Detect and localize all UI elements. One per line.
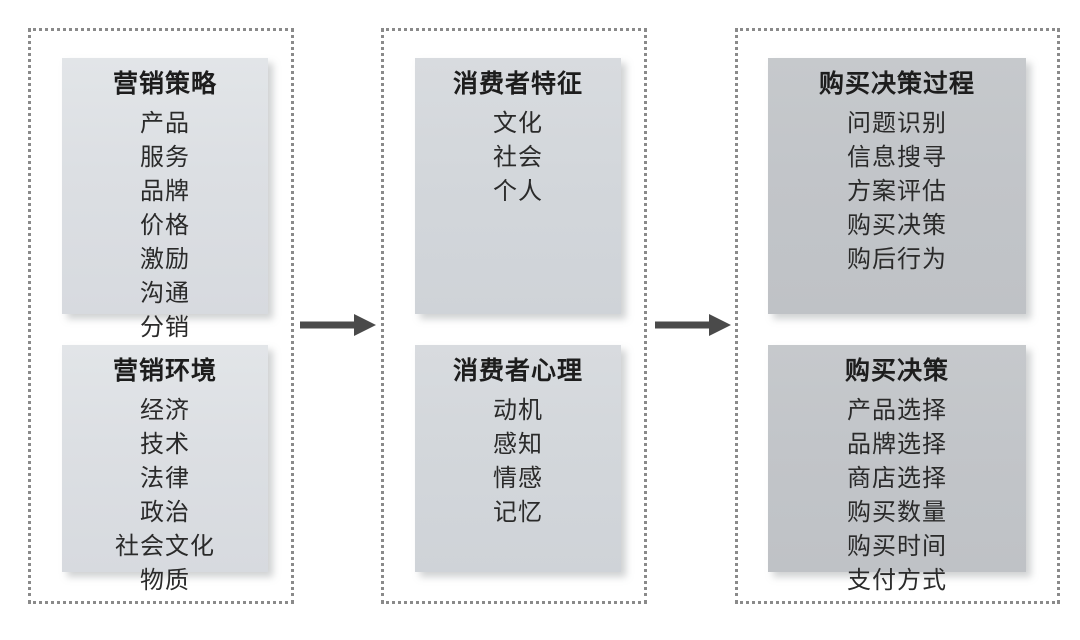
- card-item: 社会: [493, 144, 543, 171]
- card-item: 政治: [140, 499, 190, 526]
- card-title: 购买决策: [844, 358, 949, 385]
- card-item: 购买时间: [847, 533, 947, 560]
- group-marketing-inputs: [28, 28, 294, 604]
- group-buyer-responses: [735, 28, 1060, 604]
- card-item: 价格: [140, 212, 190, 239]
- arrow-right-icon: [300, 314, 376, 336]
- arrow-stage-1-to-2: [300, 308, 376, 342]
- arrow-stage-2-to-3: [655, 308, 731, 342]
- card-item: 支付方式: [847, 567, 947, 594]
- card-title: 消费者特征: [452, 71, 583, 98]
- card-item: 方案评估: [847, 178, 947, 205]
- card-purchase-decision-process: 购买决策过程 问题识别 信息搜寻 方案评估 购买决策 购后行为: [768, 58, 1026, 314]
- card-title: 营销策略: [112, 71, 217, 98]
- card-item: 社会文化: [115, 533, 215, 560]
- card-item: 沟通: [140, 280, 190, 307]
- card-item: 产品选择: [847, 397, 947, 424]
- card-consumer-characteristics: 消费者特征 文化 社会 个人: [415, 58, 621, 314]
- card-item: 个人: [493, 178, 543, 205]
- card-item: 物质: [140, 567, 190, 594]
- card-item: 服务: [140, 144, 190, 171]
- card-item: 技术: [140, 431, 190, 458]
- card-item: 品牌: [140, 178, 190, 205]
- arrow-right-icon: [655, 314, 731, 336]
- card-title: 营销环境: [112, 358, 217, 385]
- card-item-list: 文化 社会 个人: [415, 107, 621, 209]
- card-item: 激励: [140, 246, 190, 273]
- card-item: 购买数量: [847, 499, 947, 526]
- card-consumer-psychology: 消费者心理 动机 感知 情感 记忆: [415, 345, 621, 572]
- card-item-list: 产品 服务 品牌 价格 激励 沟通 分销: [62, 107, 268, 346]
- card-item: 商店选择: [847, 465, 947, 492]
- card-item: 问题识别: [847, 110, 947, 137]
- card-item: 购后行为: [847, 246, 947, 273]
- card-item: 信息搜寻: [847, 144, 947, 171]
- card-item-list: 经济 技术 法律 政治 社会文化 物质: [62, 394, 268, 598]
- card-marketing-environment: 营销环境 经济 技术 法律 政治 社会文化 物质: [62, 345, 268, 594]
- card-purchase-decision: 购买决策 产品选择 品牌选择 商店选择 购买数量 购买时间 支付方式: [768, 345, 1026, 594]
- card-item-list: 产品选择 品牌选择 商店选择 购买数量 购买时间 支付方式: [768, 394, 1026, 598]
- card-item: 文化: [493, 110, 543, 137]
- card-title: 消费者心理: [452, 358, 583, 385]
- card-item-list: 问题识别 信息搜寻 方案评估 购买决策 购后行为: [768, 107, 1026, 277]
- card-item: 品牌选择: [847, 431, 947, 458]
- card-item: 情感: [493, 465, 543, 492]
- card-item: 经济: [140, 397, 190, 424]
- card-item: 法律: [140, 465, 190, 492]
- card-item: 产品: [140, 110, 190, 137]
- group-consumer-black-box: [381, 28, 647, 604]
- card-item-list: 动机 感知 情感 记忆: [415, 394, 621, 530]
- card-marketing-strategy: 营销策略 产品 服务 品牌 价格 激励 沟通 分销: [62, 58, 268, 341]
- card-title: 购买决策过程: [818, 71, 975, 98]
- card-item: 记忆: [493, 499, 543, 526]
- card-item: 感知: [493, 431, 543, 458]
- card-item: 分销: [140, 314, 190, 341]
- card-item: 动机: [493, 397, 543, 424]
- card-item: 购买决策: [847, 212, 947, 239]
